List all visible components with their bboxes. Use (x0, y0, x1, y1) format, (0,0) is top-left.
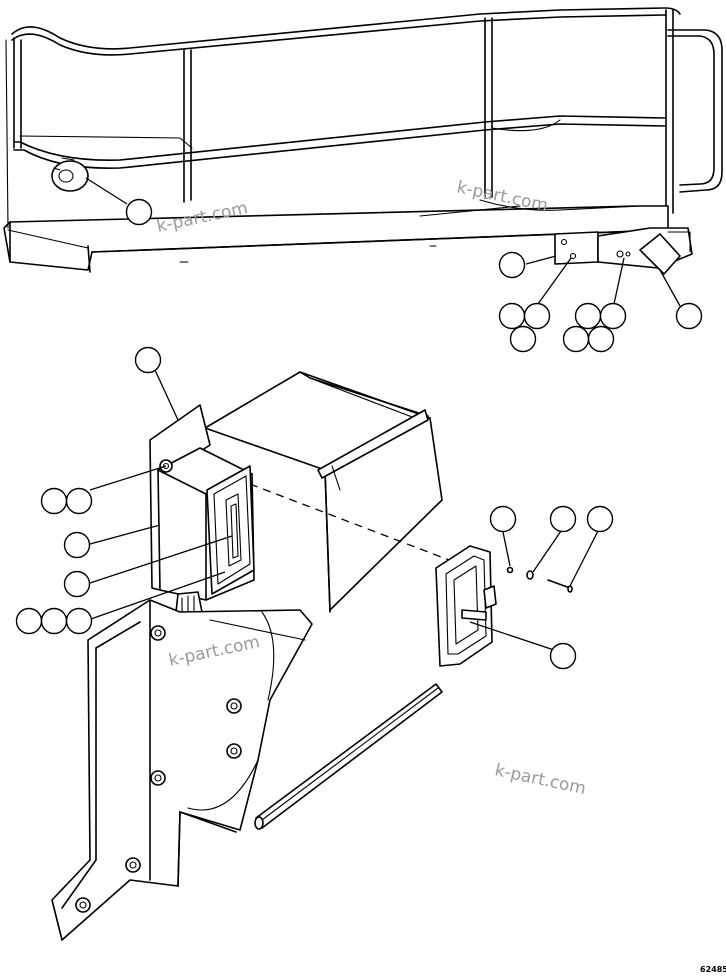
callout-balloon (562, 325, 590, 353)
figure-code: 62485 (700, 965, 726, 974)
callout-balloon (498, 251, 526, 279)
leader-lines (85, 177, 681, 654)
callout-balloon (65, 487, 93, 515)
bracket-bolts (75, 625, 242, 913)
watermark: k-part.com (493, 760, 588, 799)
callout-balloon (489, 505, 517, 533)
callout-balloon (15, 607, 43, 635)
callout-balloon (523, 302, 551, 330)
callout-balloon (549, 642, 577, 670)
callout-balloon (63, 531, 91, 559)
callout-balloon (599, 302, 627, 330)
callout-balloon (40, 487, 68, 515)
platform-handrail-assembly (3, 7, 723, 275)
callout-balloon (549, 505, 577, 533)
callout-balloon (675, 302, 703, 330)
callout-balloon (586, 505, 614, 533)
callout-balloon (134, 346, 162, 374)
callout-balloon (574, 302, 602, 330)
callout-balloons (15, 198, 703, 670)
callout-balloon (125, 198, 153, 226)
callout-balloon (509, 325, 537, 353)
mount-box-assembly (51, 371, 573, 941)
callout-balloon (40, 607, 68, 635)
callout-balloon (63, 570, 91, 598)
callout-balloon (65, 607, 93, 635)
callout-balloon (587, 325, 615, 353)
callout-balloon (498, 302, 526, 330)
